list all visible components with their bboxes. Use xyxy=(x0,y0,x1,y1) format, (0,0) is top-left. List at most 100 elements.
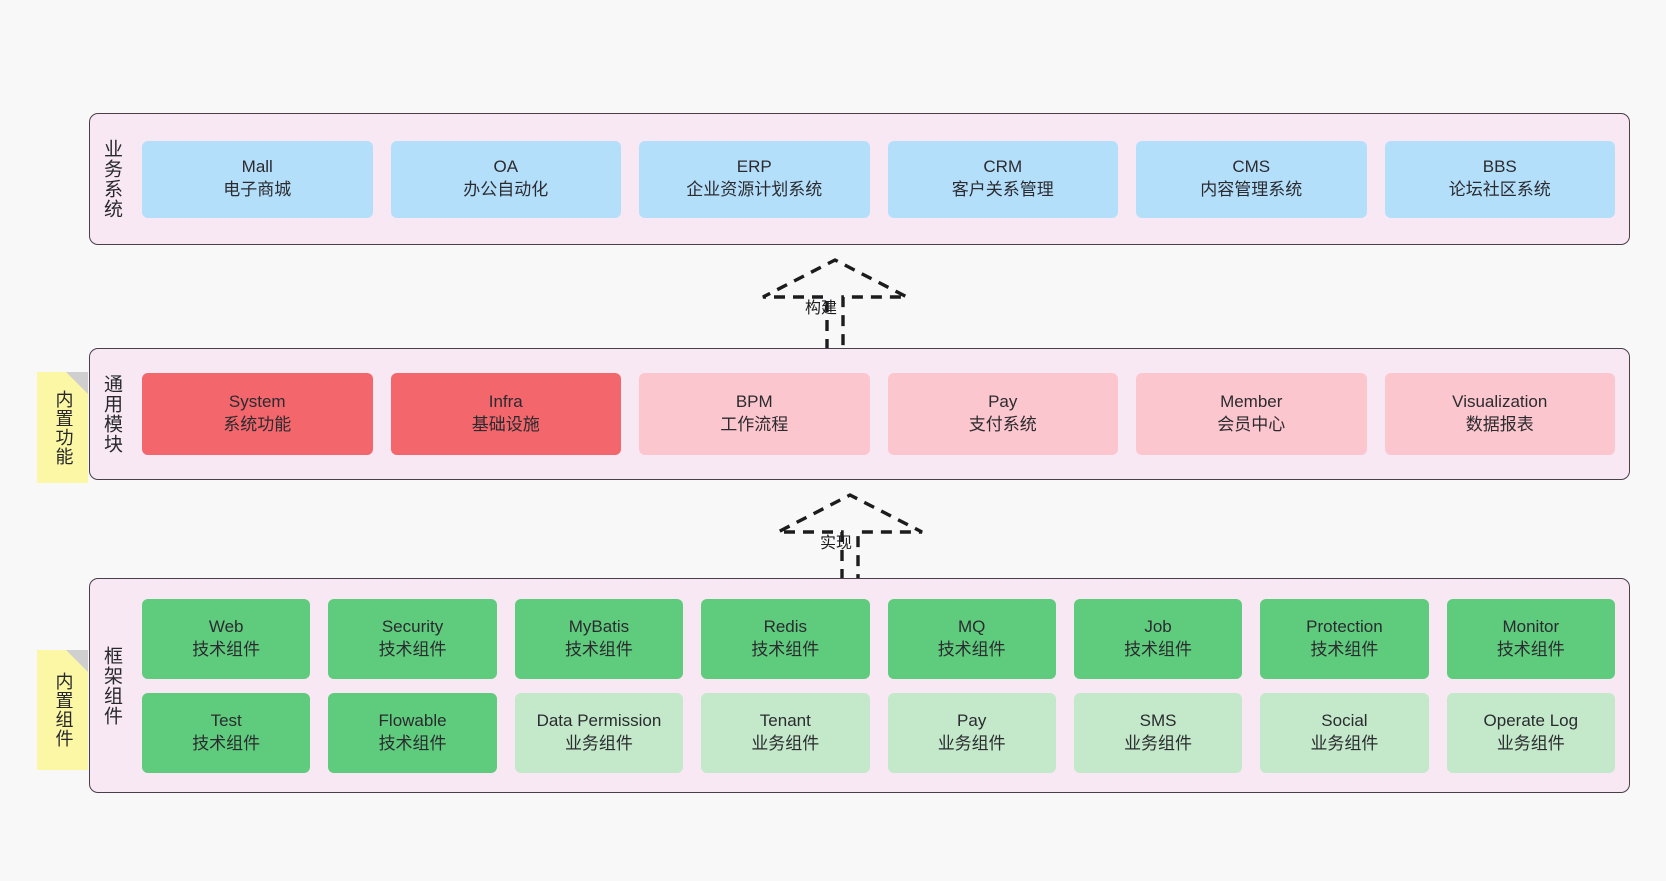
card-subtitle: 系统功能 xyxy=(223,415,292,434)
card-bpm[interactable]: BPM 工作流程 xyxy=(639,373,870,455)
card-title: Job xyxy=(1144,616,1172,636)
card-title: Pay xyxy=(988,392,1018,412)
card-mall[interactable]: Mall 电子商城 xyxy=(142,140,373,218)
card-title: Social xyxy=(1321,710,1368,730)
card-subtitle: 客户关系管理 xyxy=(951,180,1054,199)
card-title: BBS xyxy=(1482,157,1517,177)
connector-build: 构建 xyxy=(745,255,925,350)
card-subtitle: 数据报表 xyxy=(1465,415,1534,434)
card-mybatis[interactable]: MyBatis 技术组件 xyxy=(514,598,684,679)
card-subtitle: 办公自动化 xyxy=(463,180,549,199)
card-mq[interactable]: MQ 技术组件 xyxy=(887,598,1056,679)
card-web[interactable]: Web 技术组件 xyxy=(142,598,311,679)
card-title: Protection xyxy=(1306,616,1383,636)
card-crm[interactable]: CRM 客户关系管理 xyxy=(887,140,1118,218)
card-cms[interactable]: CMS 内容管理系统 xyxy=(1136,140,1367,218)
card-subtitle: 技术组件 xyxy=(564,639,633,659)
card-job[interactable]: Job 技术组件 xyxy=(1073,598,1243,679)
note-builtin-function[interactable]: 内置功能 xyxy=(37,372,88,483)
card-subtitle: 技术组件 xyxy=(1124,639,1193,659)
card-monitor[interactable]: Monitor 技术组件 xyxy=(1446,598,1615,679)
card-subtitle: 业务组件 xyxy=(937,733,1006,753)
card-visualization[interactable]: Visualization 数据报表 xyxy=(1384,373,1615,455)
card-system[interactable]: System 系统功能 xyxy=(142,373,373,455)
card-protection[interactable]: Protection 技术组件 xyxy=(1260,598,1429,679)
card-social[interactable]: Social 业务组件 xyxy=(1260,692,1429,773)
card-subtitle: 内容管理系统 xyxy=(1200,180,1303,199)
framework-row-tech: Web 技术组件 Security 技术组件 MyBatis 技术组件 Redi… xyxy=(142,598,1615,679)
note-fold-corner-icon xyxy=(66,650,88,672)
card-title: Monitor xyxy=(1502,616,1560,636)
card-test[interactable]: Test 技术组件 xyxy=(142,692,311,773)
card-subtitle: 技术组件 xyxy=(1310,639,1379,659)
layer-body-framework-component: Web 技术组件 Security 技术组件 MyBatis 技术组件 Redi… xyxy=(132,579,1629,792)
card-title: Data Permission xyxy=(536,710,662,730)
card-bbs[interactable]: BBS 论坛社区系统 xyxy=(1384,140,1615,218)
connector-build-label: 构建 xyxy=(805,300,838,317)
card-infra[interactable]: Infra 基础设施 xyxy=(390,373,621,455)
card-subtitle: 技术组件 xyxy=(751,639,820,659)
card-subtitle: 电子商城 xyxy=(223,180,292,199)
layer-body-common-module: System 系统功能 Infra 基础设施 BPM 工作流程 Pay 支付系统… xyxy=(132,349,1629,479)
card-title: Security xyxy=(381,616,444,636)
card-subtitle: 业务组件 xyxy=(1310,733,1379,753)
card-title: MyBatis xyxy=(568,616,630,636)
card-subtitle: 技术组件 xyxy=(192,639,261,659)
card-data-permission[interactable]: Data Permission 业务组件 xyxy=(514,692,684,773)
card-subtitle: 业务组件 xyxy=(751,733,820,753)
card-title: SMS xyxy=(1139,710,1177,730)
note-label: 内置组件 xyxy=(53,672,74,748)
card-operate-log[interactable]: Operate Log 业务组件 xyxy=(1446,692,1615,773)
card-erp[interactable]: ERP 企业资源计划系统 xyxy=(639,140,870,218)
card-title: Flowable xyxy=(378,710,447,730)
card-title: OA xyxy=(493,157,519,177)
card-title: Web xyxy=(208,616,244,636)
connector-implement-label: 实现 xyxy=(820,535,853,552)
layer-title-common-module: 通用模块 xyxy=(100,374,122,454)
card-title: Pay xyxy=(957,710,987,730)
card-title: CRM xyxy=(983,157,1023,177)
card-title: Visualization xyxy=(1452,392,1548,412)
note-builtin-component[interactable]: 内置组件 xyxy=(37,650,88,770)
card-subtitle: 工作流程 xyxy=(720,415,789,434)
card-subtitle: 企业资源计划系统 xyxy=(686,180,823,199)
card-pay[interactable]: Pay 支付系统 xyxy=(887,373,1118,455)
card-title: Infra xyxy=(488,392,523,412)
card-title: Mall xyxy=(241,157,273,177)
card-tenant[interactable]: Tenant 业务组件 xyxy=(701,692,870,773)
card-redis[interactable]: Redis 技术组件 xyxy=(701,598,870,679)
card-subtitle: 基础设施 xyxy=(471,415,540,434)
layer-business-system[interactable]: 业务系统 Mall 电子商城 OA 办公自动化 ERP 企业资源计划系统 CRM… xyxy=(89,113,1630,245)
card-title: Tenant xyxy=(759,710,811,730)
card-security[interactable]: Security 技术组件 xyxy=(328,598,497,679)
card-title: Test xyxy=(210,710,242,730)
card-subtitle: 技术组件 xyxy=(1496,639,1565,659)
card-pay-business[interactable]: Pay 业务组件 xyxy=(887,692,1056,773)
card-title: ERP xyxy=(736,157,772,177)
card-subtitle: 业务组件 xyxy=(564,733,633,753)
connector-implement: 实现 xyxy=(760,490,940,580)
layer-body-business-system: Mall 电子商城 OA 办公自动化 ERP 企业资源计划系统 CRM 客户关系… xyxy=(132,114,1629,244)
card-title: MQ xyxy=(957,616,986,636)
card-subtitle: 会员中心 xyxy=(1217,415,1286,434)
card-title: Member xyxy=(1220,392,1283,412)
layer-title-framework-component: 框架组件 xyxy=(100,645,122,726)
framework-row-business: Test 技术组件 Flowable 技术组件 Data Permission … xyxy=(142,692,1615,773)
card-member[interactable]: Member 会员中心 xyxy=(1136,373,1367,455)
card-title: BPM xyxy=(735,392,773,412)
card-flowable[interactable]: Flowable 技术组件 xyxy=(328,692,497,773)
card-subtitle: 技术组件 xyxy=(192,733,261,753)
layer-framework-component[interactable]: 框架组件 Web 技术组件 Security 技术组件 MyBatis 技术组件… xyxy=(89,578,1630,793)
card-title: CMS xyxy=(1232,157,1271,177)
card-subtitle: 技术组件 xyxy=(378,733,447,753)
card-subtitle: 业务组件 xyxy=(1496,733,1565,753)
layer-common-module[interactable]: 通用模块 System 系统功能 Infra 基础设施 BPM 工作流程 Pay… xyxy=(89,348,1630,480)
card-sms[interactable]: SMS 业务组件 xyxy=(1073,692,1243,773)
card-title: Operate Log xyxy=(1483,710,1579,730)
implement-arrow-icon xyxy=(777,493,923,580)
card-subtitle: 技术组件 xyxy=(378,639,447,659)
card-subtitle: 论坛社区系统 xyxy=(1448,180,1551,199)
card-subtitle: 支付系统 xyxy=(968,415,1037,434)
card-oa[interactable]: OA 办公自动化 xyxy=(390,140,621,218)
